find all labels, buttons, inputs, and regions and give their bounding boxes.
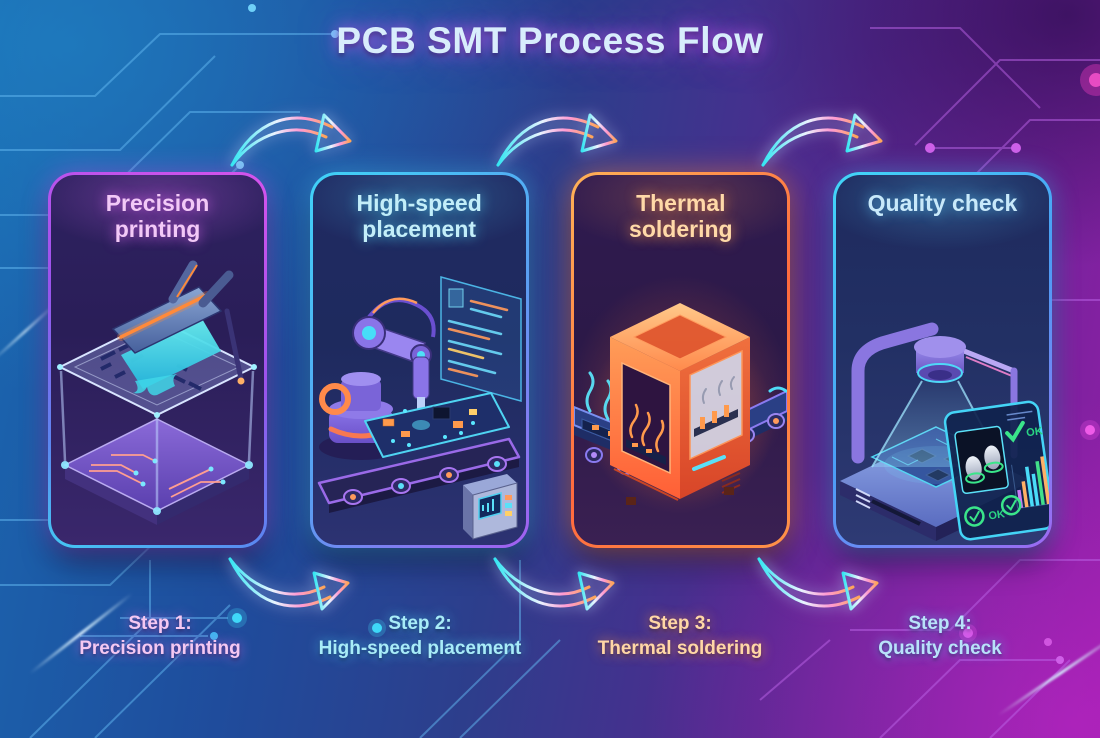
ok-label: OK [1025, 425, 1043, 439]
reflow-oven-illustration [574, 303, 788, 514]
card-body: High-speed placement [312, 175, 526, 545]
inspection-result-screen: OK [943, 400, 1049, 541]
check-circle-icon [964, 506, 985, 527]
step-label-3: Step 3: Thermal soldering [550, 612, 810, 661]
card-body: Thermal soldering [574, 175, 788, 545]
card-thermal-soldering: Thermal soldering [571, 172, 791, 548]
flow-arrow-icon [757, 557, 879, 611]
aoi-inspection-illustration: OK [839, 322, 1049, 541]
card-title: Quality check [867, 190, 1018, 216]
step-name: Thermal soldering [597, 637, 763, 659]
holo-screen [439, 276, 522, 402]
card-body: Precision printing [51, 175, 264, 545]
step-number: Step 2: [388, 613, 452, 634]
card-body: Quality check [835, 175, 1049, 545]
card-high-speed-placement: High-speed placement [309, 172, 529, 548]
card-precision-printing: Precision printing [48, 172, 267, 548]
step-number: Step 1: [128, 613, 192, 634]
card-title: Precision printing [105, 190, 210, 242]
step-number: Step 3: [648, 613, 712, 634]
step-name: Quality check [878, 637, 1002, 659]
step-name: Precision printing [79, 637, 241, 659]
pick-and-place-robot-illustration [317, 276, 522, 540]
step-label-4: Step 4: Quality check [810, 612, 1070, 661]
flow-arrow-icon [761, 113, 883, 167]
result-bar-chart [1017, 456, 1049, 509]
card-quality-check: Quality check [832, 172, 1052, 548]
step-label-1: Step 1: Precision printing [30, 612, 290, 661]
ok-label: OK [988, 508, 1006, 522]
step-name: High-speed placement [318, 637, 522, 659]
card-title: Thermal soldering [629, 190, 733, 242]
check-circle-icon [1000, 494, 1022, 516]
flow-arrow-icon [230, 113, 352, 167]
flow-arrow-icon [496, 113, 618, 167]
step-number: Step 4: [908, 613, 972, 634]
step-labels-row: Step 1: Precision printing Step 2: High-… [30, 612, 1070, 661]
process-cards-row: Precision printing [48, 172, 1052, 548]
flow-arrow-icon [228, 557, 350, 611]
stencil-printer-illustration [57, 260, 257, 525]
card-title: High-speed placement [356, 190, 482, 242]
check-icon [1005, 420, 1025, 443]
step-label-2: Step 2: High-speed placement [290, 612, 550, 661]
page-title: PCB SMT Process Flow [336, 20, 764, 61]
flow-arrow-icon [493, 557, 615, 611]
conveyor-control-panel [462, 474, 518, 540]
